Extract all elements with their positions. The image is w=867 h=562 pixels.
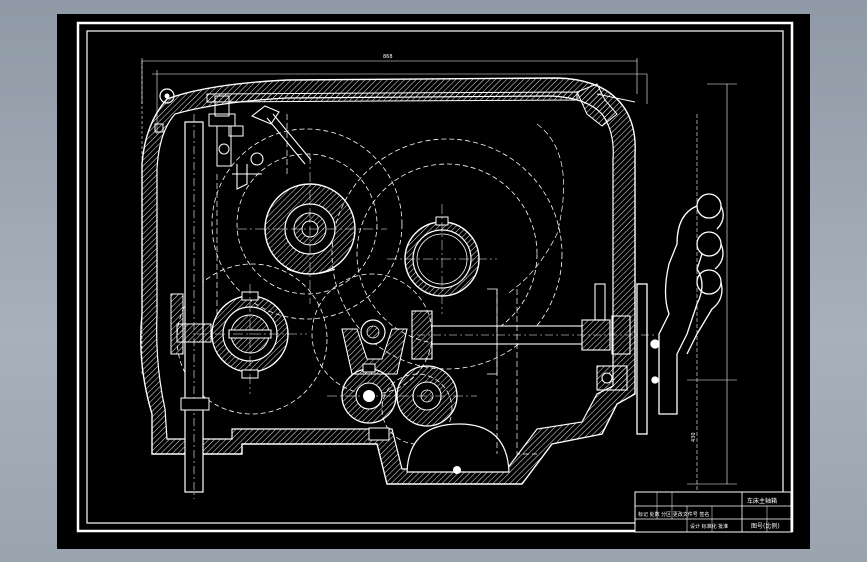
- lower-lug: [368, 427, 390, 441]
- external-lever: [636, 193, 724, 435]
- outer-border: [76, 21, 794, 533]
- centerlines: [197, 154, 497, 397]
- gearbox-section-drawing: 868 430 齿轮: [76, 21, 794, 533]
- dim-height-right: 430: [691, 432, 697, 442]
- top-left-fittings: [154, 95, 244, 167]
- title-block: [634, 491, 792, 533]
- title-block-signature-row: 设计 标准化 批准: [690, 523, 728, 530]
- top-right-pin: [596, 93, 636, 103]
- top-right-lug: [576, 83, 618, 127]
- title-block-drawing-title: 车床主轴箱: [747, 497, 777, 505]
- top-cover: [206, 91, 578, 103]
- right-bearing-block: [581, 283, 631, 391]
- lower-left-bearing: [211, 291, 289, 379]
- horizontal-shaft: [411, 288, 657, 375]
- shift-fork-upper: [232, 105, 312, 190]
- inner-border: [86, 30, 784, 524]
- hidden-lines: [216, 114, 565, 455]
- dimension-lines: [141, 58, 737, 494]
- title-block-drawing-number: 图号(比例): [751, 522, 780, 530]
- bottom-sump: [406, 423, 510, 474]
- dim-overall-width: 868: [383, 54, 393, 60]
- cad-viewport[interactable]: 868 430 齿轮: [57, 14, 810, 549]
- vertical-shaft: [170, 114, 212, 499]
- top-left-bolt: [159, 88, 175, 104]
- title-block-row-labels: 标记 处数 分区 更改文件号 签名: [638, 511, 709, 518]
- top-left-bolt-center: [164, 93, 170, 99]
